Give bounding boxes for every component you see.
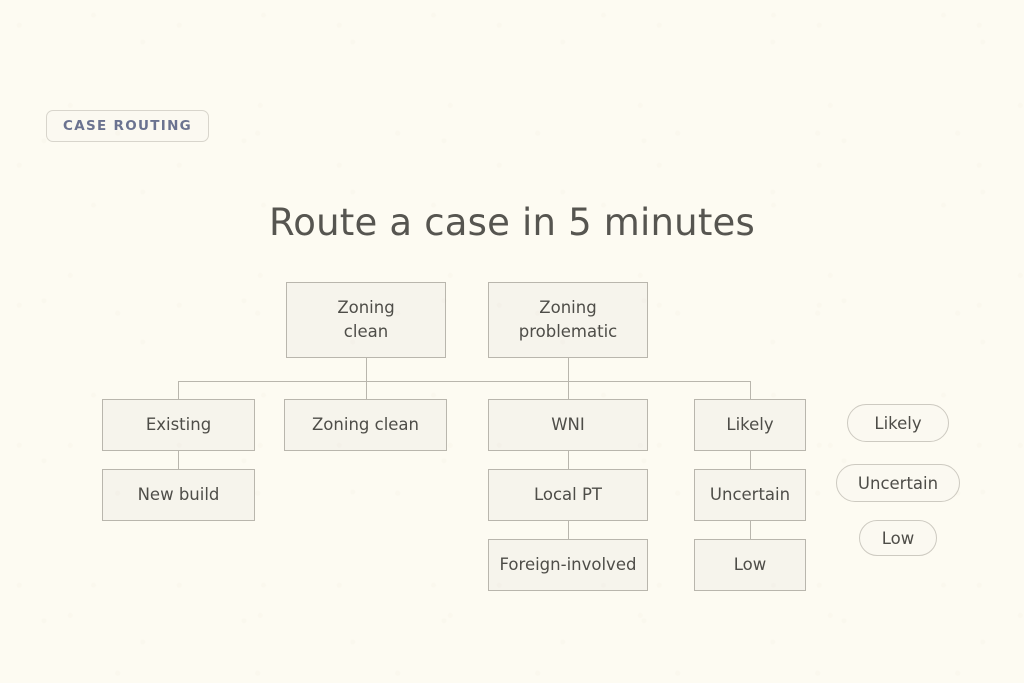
connector-row-link xyxy=(568,521,569,539)
node-local-pt[interactable]: Local PT xyxy=(488,469,648,521)
node-label: Local PT xyxy=(533,485,603,505)
case-routing-badge: CASE ROUTING xyxy=(46,110,210,142)
node-label: Zoning clean xyxy=(312,415,419,435)
node-label: Existing xyxy=(145,415,212,435)
connector-row-link xyxy=(178,451,179,469)
connector-root-drop xyxy=(568,358,569,381)
node-zoning-clean[interactable]: Zoning clean xyxy=(284,399,447,451)
connector-branch-drop xyxy=(178,381,179,399)
pill-label: Uncertain xyxy=(857,473,939,493)
node-existing[interactable]: Existing xyxy=(102,399,255,451)
connector-branch-drop xyxy=(750,381,751,399)
pill-likely[interactable]: Likely xyxy=(847,404,949,442)
case-routing-badge-label: CASE ROUTING xyxy=(63,118,193,134)
node-foreign-involved[interactable]: Foreign-involved xyxy=(488,539,648,591)
node-label: Low xyxy=(733,555,767,575)
node-label: Likely xyxy=(726,415,774,435)
pill-label: Low xyxy=(881,528,915,548)
page-title: Route a case in 5 minutes xyxy=(269,200,755,244)
node-label: New build xyxy=(137,485,220,505)
connector-row-link xyxy=(750,451,751,469)
connector-branch-drop xyxy=(568,381,569,399)
node-uncertain[interactable]: Uncertain xyxy=(694,469,806,521)
connector-root-drop xyxy=(366,358,367,381)
node-label: WNI xyxy=(551,415,585,435)
node-likely[interactable]: Likely xyxy=(694,399,806,451)
connector-bus xyxy=(178,381,750,382)
node-low[interactable]: Low xyxy=(694,539,806,591)
node-new-build[interactable]: New build xyxy=(102,469,255,521)
connector-branch-drop xyxy=(366,381,367,399)
pill-label: Likely xyxy=(874,413,922,433)
node-wni[interactable]: WNI xyxy=(488,399,648,451)
node-label: Foreign-involved xyxy=(499,555,637,575)
pill-low[interactable]: Low xyxy=(859,520,937,556)
connector-row-link xyxy=(750,521,751,539)
connector-row-link xyxy=(568,451,569,469)
pill-uncertain[interactable]: Uncertain xyxy=(836,464,960,502)
node-label: Uncertain xyxy=(709,485,791,505)
